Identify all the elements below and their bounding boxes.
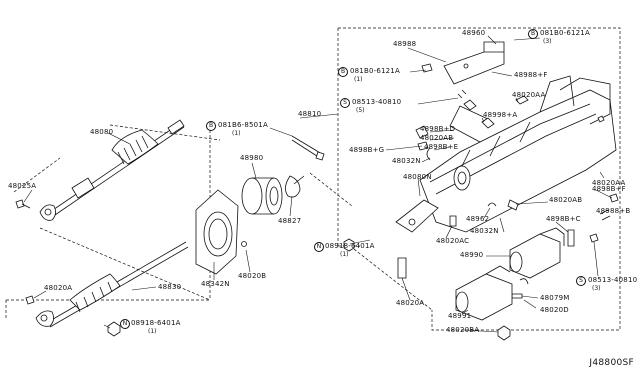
label-48020a-bot: 48020A — [396, 299, 425, 307]
label-48020d: 48020D — [540, 306, 569, 314]
label-081b0-top-qty: (3) — [543, 38, 552, 45]
screw-marker-08513-bot: S — [576, 276, 586, 286]
label-48020aa-right: 48020AA — [592, 179, 626, 187]
label-48830: 48830 — [158, 283, 182, 291]
label-48988f-right: 4898B+F — [592, 185, 626, 193]
label-48080n: 48080N — [403, 173, 432, 181]
label-081b0-top: 081B0-6121A — [540, 29, 590, 37]
label-48988b: 48988+B — [596, 207, 631, 215]
label-48020b-mid: 48020B — [238, 272, 267, 280]
label-48032n-bot: 48032N — [470, 227, 499, 235]
diagram-code: J48800SF — [589, 358, 634, 368]
label-08513-top-qty: (5) — [356, 107, 365, 114]
motor-48991 — [455, 265, 513, 321]
label-48025a: 48025A — [8, 182, 37, 190]
label-48020ac: 48020AC — [436, 237, 470, 245]
label-081b6-qty: (1) — [232, 130, 241, 137]
nut-marker-left: N — [120, 319, 130, 329]
bolt-marker-081b6: B — [206, 121, 216, 131]
label-48810: 48810 — [298, 110, 322, 118]
label-48020ba: 48020BA — [446, 326, 480, 334]
label-08918-mid-qty: (1) — [340, 251, 349, 258]
intermediate-shaft-48080 — [39, 119, 185, 221]
screw-marker-08513-top: S — [340, 98, 350, 108]
label-08513-bot-qty: (3) — [592, 285, 601, 292]
bracket-48960 — [443, 41, 505, 85]
bolt-marker-081b0-mid: B — [338, 67, 348, 77]
nut-marker-mid: N — [314, 242, 324, 252]
motor-48990 — [509, 227, 565, 279]
label-48988g: 4898B+G — [349, 146, 385, 154]
boot-48980 — [241, 177, 283, 215]
label-48020ab-right: 48020AB — [549, 196, 583, 204]
label-48998d: 4898B+D — [420, 125, 456, 133]
label-48020a-left: 48020A — [44, 284, 73, 292]
label-08513-bot: 08513-40810 — [588, 276, 638, 284]
label-48988f: 48988+F — [514, 71, 548, 79]
label-08918-mid: 08918-6401A — [325, 242, 375, 250]
steering-column-body-48810 — [395, 75, 617, 233]
label-08918-left-qty: (1) — [148, 328, 157, 335]
bolt-48025a — [15, 199, 31, 209]
label-081b6: 081B6-8501A — [218, 121, 268, 129]
clip-48827 — [285, 175, 305, 198]
label-48342n: 48342N — [201, 280, 230, 288]
label-48032n-top: 48032N — [392, 157, 421, 165]
label-48080: 48080 — [90, 128, 114, 136]
label-48988e: 4898B+E — [424, 143, 459, 151]
label-48960: 48960 — [462, 29, 486, 37]
lower-shaft-48830 — [25, 241, 189, 337]
label-48998a: 48998+A — [483, 111, 518, 119]
small-clips — [397, 63, 619, 341]
bolt-marker-081b0-top: B — [528, 29, 538, 39]
label-48020aa-top: 48020AA — [512, 91, 546, 99]
assembly-frame-lines — [5, 27, 621, 331]
label-48991: 48991 — [448, 312, 472, 320]
label-08918-left: 08918-6401A — [131, 319, 181, 327]
label-48079m: 48079M — [540, 294, 570, 302]
label-48020ab: 48020AB — [420, 134, 454, 142]
label-081b0-mid-qty: (1) — [354, 76, 363, 83]
label-48962: 48962 — [466, 215, 490, 223]
label-48990: 48990 — [460, 251, 484, 259]
label-081b0-mid: 081B0-6121A — [350, 67, 400, 75]
bolt-48810 — [291, 135, 325, 161]
label-48988: 48988 — [393, 40, 417, 48]
leader-lines — [23, 35, 613, 333]
label-48988c: 4898B+C — [546, 215, 581, 223]
seal-plate-48342n — [195, 189, 247, 275]
nut-08918-mid — [343, 238, 355, 252]
label-08513-top: 08513-40810 — [352, 98, 402, 106]
label-48827: 48827 — [278, 217, 302, 225]
label-48980: 48980 — [240, 154, 264, 162]
